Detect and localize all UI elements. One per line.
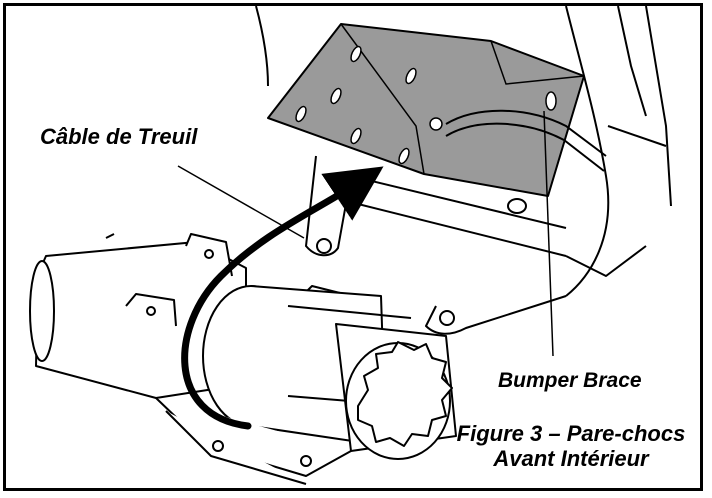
figure-caption: Figure 3 – Pare-chocs Avant Intérieur — [436, 421, 700, 472]
winch-cable-arrow — [181, 166, 384, 430]
figure-caption-line-2: Avant Intérieur — [493, 446, 649, 472]
figure-frame: Câble de Treuil Bumper Brace Figure 3 – … — [3, 3, 703, 491]
cable-label: Câble de Treuil — [40, 124, 198, 149]
bumper-brace-leader-line — [543, 110, 554, 357]
vehicle-frame — [255, 6, 672, 335]
figure-caption-line-1: Figure 3 – Pare-chocs — [456, 421, 686, 446]
bumper-brace-plate — [267, 23, 607, 197]
cable-leader-line — [177, 165, 305, 239]
winch-assembly — [29, 233, 457, 485]
bumper-brace-label: Bumper Brace — [498, 369, 642, 392]
winch-installation-illustration — [29, 6, 672, 485]
